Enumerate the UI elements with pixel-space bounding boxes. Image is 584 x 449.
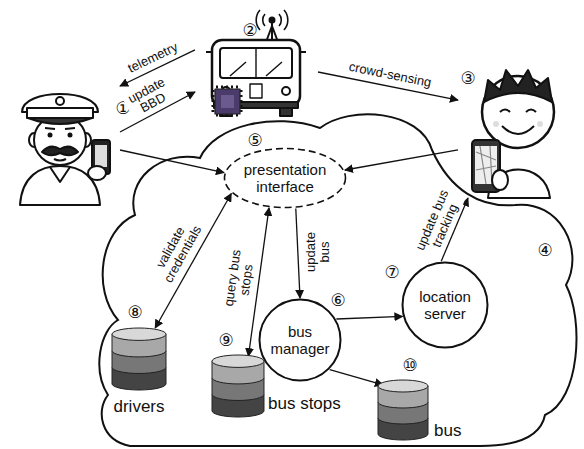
connector-arrow xyxy=(120,150,224,173)
bus-figure xyxy=(282,87,290,95)
node-label: bus manager xyxy=(265,323,335,358)
circle-outline xyxy=(260,300,341,381)
node-label: location server xyxy=(408,288,482,323)
bus-figure xyxy=(206,51,306,53)
database-cylinder-outline xyxy=(212,355,264,417)
connector-arrow xyxy=(120,92,195,132)
connector-arrow xyxy=(318,72,458,100)
user-figure xyxy=(484,70,552,102)
callout-number: ⑥ xyxy=(330,292,345,309)
user-figure xyxy=(488,170,550,199)
bus-figure xyxy=(280,108,292,116)
bus-figure xyxy=(270,18,275,23)
connector-arrow xyxy=(120,50,195,86)
connector-arrow xyxy=(330,370,383,385)
connector-arrow xyxy=(441,198,468,261)
ellipse-outline xyxy=(225,149,346,208)
driver-figure xyxy=(42,147,78,156)
user-figure xyxy=(493,121,499,127)
cylinder-top xyxy=(212,355,264,367)
driver-figure xyxy=(48,133,53,138)
callout-number: ⑤ xyxy=(247,132,262,149)
edge-label: update bus xyxy=(304,227,333,277)
driver-node: ① xyxy=(5,80,120,205)
driver-figure xyxy=(20,94,110,205)
db-label: bus xyxy=(434,422,461,441)
edge-label: crowd-sensing xyxy=(347,60,434,91)
database-cylinder: ⑨bus stops xyxy=(212,355,264,417)
user-figure xyxy=(500,110,536,113)
bus-figure xyxy=(206,10,306,116)
connector-arrow xyxy=(336,316,402,319)
driver-figure xyxy=(27,108,93,118)
database-cylinder-outline xyxy=(378,380,428,440)
cloud-region: ⑤presentation interface⑥bus manager⑦loca… xyxy=(92,105,582,447)
callout-number: ④ xyxy=(537,242,552,259)
cylinder-top xyxy=(112,328,166,340)
chip-symbol xyxy=(221,95,234,108)
user-node: ③ xyxy=(458,55,580,198)
callout-number: ⑩ xyxy=(402,357,417,374)
node-label: presentation interface xyxy=(230,161,340,196)
bus-figure xyxy=(256,10,288,30)
driver-figure xyxy=(45,128,75,129)
user-figure xyxy=(502,126,534,134)
callout-number: ⑦ xyxy=(384,264,399,281)
chip-symbol xyxy=(215,89,240,114)
driver-figure xyxy=(95,145,107,167)
edge-label: query bus stops xyxy=(221,245,258,312)
database-cylinder-outline xyxy=(112,328,166,390)
driver-figure xyxy=(68,133,73,138)
circle-outline xyxy=(403,263,488,348)
callout-number: ⑨ xyxy=(218,332,233,349)
connector-arrow xyxy=(155,194,231,329)
driver-figure xyxy=(28,118,92,124)
cloud-outline xyxy=(99,114,576,446)
callout-number: ① xyxy=(115,100,130,117)
callout-number: ⑧ xyxy=(127,304,142,321)
database-cylinder: ⑩bus xyxy=(378,380,428,440)
user-figure xyxy=(472,70,554,198)
connector-arrow xyxy=(296,209,300,298)
user-figure xyxy=(537,121,543,127)
driver-figure xyxy=(56,97,64,105)
cylinder-top xyxy=(378,380,428,392)
driver-figure xyxy=(50,167,70,182)
bus-figure xyxy=(220,48,292,78)
db-label: drivers xyxy=(113,398,164,417)
callout-number: ③ xyxy=(460,70,475,87)
database-cylinder: ⑧drivers xyxy=(112,328,166,390)
edge-label: telemetry xyxy=(125,40,181,77)
edge-label: validate credentials xyxy=(146,212,207,291)
bus-figure xyxy=(250,84,262,98)
service-circle: ⑦location server xyxy=(401,261,489,349)
db-label: bus stops xyxy=(268,395,341,414)
interface-ellipse: ⑤presentation interface xyxy=(223,147,347,209)
bus-figure xyxy=(230,48,282,78)
bus-node: ② xyxy=(195,12,318,118)
driver-figure xyxy=(88,166,106,180)
user-figure xyxy=(492,170,508,190)
driver-figure xyxy=(54,159,66,161)
service-circle: ⑥bus manager xyxy=(258,298,342,382)
chip-symbol xyxy=(213,87,241,115)
callout-number: ② xyxy=(242,22,257,39)
edge-label: update bus tracking xyxy=(412,184,467,261)
